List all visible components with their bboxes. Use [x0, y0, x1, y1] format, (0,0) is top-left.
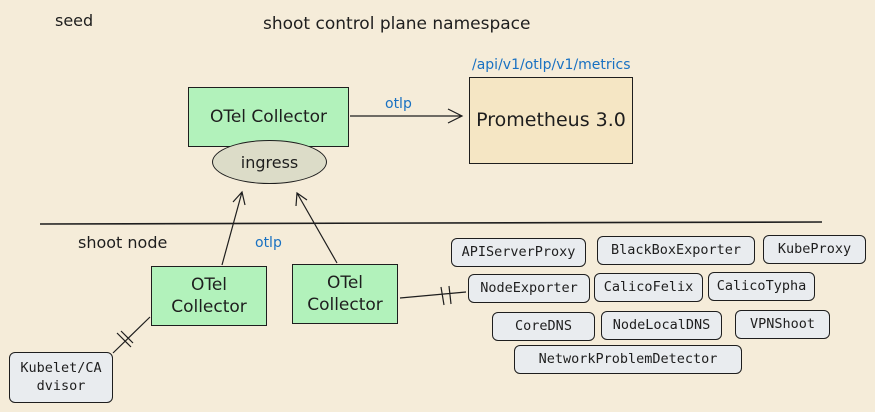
seed-label: seed: [55, 11, 94, 30]
component-calicofelix: CalicoFelix: [594, 273, 703, 302]
edge-components-to-right-collector: [399, 285, 467, 306]
component-calicotypha: CalicoTypha: [708, 272, 815, 301]
prometheus: Prometheus 3.0: [469, 77, 633, 164]
component-kubeproxy: KubeProxy: [763, 235, 866, 264]
component-vpnshoot: VPNShoot: [735, 310, 830, 339]
node-otel-collector-right: OTel Collector: [292, 264, 398, 324]
edge-right-collector-to-ingress: [295, 191, 338, 264]
ingress: ingress: [212, 140, 327, 184]
component-coredns: CoreDNS: [492, 312, 595, 341]
component-nodelocaldns: NodeLocalDNS: [601, 311, 722, 340]
metrics-path-label: /api/v1/otlp/v1/metrics: [472, 57, 631, 73]
component-blackboxexporter: BlackBoxExporter: [597, 236, 755, 265]
otlp-top-label: otlp: [385, 96, 412, 112]
node-seed-separator: [39, 221, 823, 225]
edge-kubelet-to-left-collector: [112, 316, 151, 354]
shoot-node-label: shoot node: [78, 233, 168, 252]
edge-left-collector-to-ingress: [221, 190, 246, 266]
seed-otel-collector: OTel Collector: [188, 87, 349, 147]
component-nodeexporter: NodeExporter: [468, 274, 590, 303]
edge-collector-to-prometheus: [350, 108, 464, 124]
component-apiserverproxy: APIServerProxy: [451, 238, 586, 267]
otlp-node-label: otlp: [255, 235, 282, 251]
node-otel-collector-left: OTel Collector: [151, 266, 267, 326]
namespace-label: shoot control plane namespace: [263, 14, 531, 34]
component-networkproblemdetector: NetworkProblemDetector: [514, 345, 742, 374]
kubelet-cadvisor: Kubelet/CA dvisor: [9, 352, 113, 403]
